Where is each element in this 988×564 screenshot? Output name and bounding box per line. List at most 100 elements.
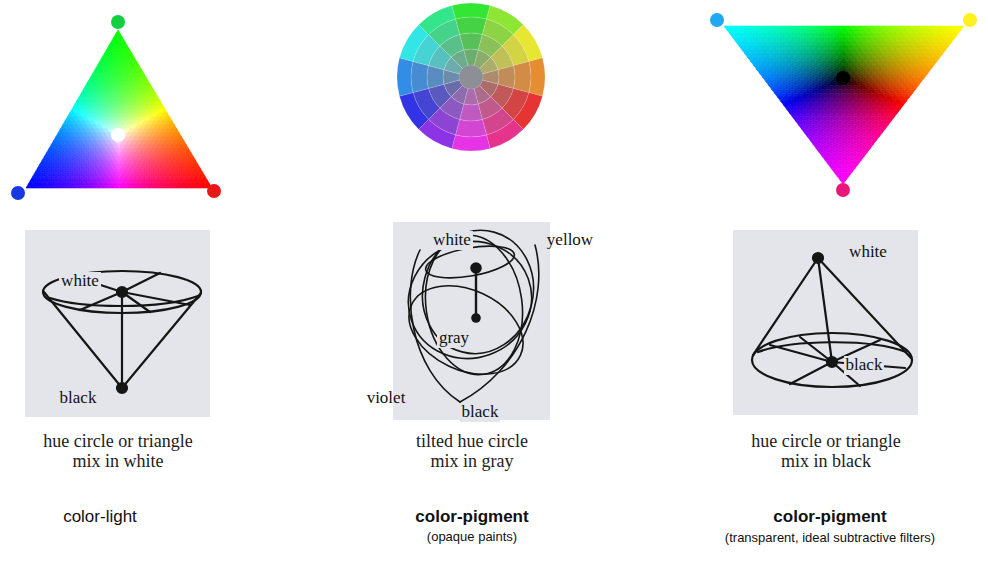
color-cell bbox=[158, 101, 163, 105]
color-cell bbox=[123, 145, 128, 149]
color-cell bbox=[184, 184, 189, 188]
color-cell bbox=[167, 125, 172, 129]
color-cell bbox=[91, 129, 96, 133]
color-cell bbox=[93, 109, 98, 113]
color-cell bbox=[116, 93, 121, 97]
color-cell bbox=[96, 176, 101, 180]
color-cell bbox=[117, 172, 122, 176]
color-cell bbox=[107, 101, 112, 105]
color-cell bbox=[86, 121, 91, 125]
color-cell bbox=[107, 54, 112, 58]
color-cell bbox=[49, 184, 54, 188]
color-cell bbox=[112, 172, 117, 176]
color-cell bbox=[110, 184, 115, 188]
color-cell bbox=[107, 117, 112, 121]
color-cell bbox=[172, 164, 177, 168]
color-cell bbox=[170, 137, 175, 141]
color-cell bbox=[102, 117, 107, 121]
color-cell bbox=[161, 152, 166, 156]
color-cell bbox=[121, 93, 126, 97]
hue-segment bbox=[455, 17, 486, 34]
color-cell bbox=[147, 137, 152, 141]
color-cell bbox=[139, 101, 144, 105]
color-cell bbox=[72, 152, 77, 156]
color-cell bbox=[93, 77, 98, 81]
color-cell bbox=[77, 152, 82, 156]
color-cell bbox=[91, 89, 96, 93]
color-cell bbox=[132, 58, 137, 62]
color-cell bbox=[103, 164, 108, 168]
color-cell bbox=[182, 141, 187, 145]
color-cell bbox=[98, 93, 103, 97]
color-cell bbox=[91, 105, 96, 109]
color-cell bbox=[114, 50, 119, 54]
color-cell bbox=[140, 125, 145, 129]
color-cell bbox=[70, 180, 75, 184]
color-cell bbox=[123, 58, 128, 62]
color-cell bbox=[56, 149, 61, 153]
color-cell bbox=[125, 70, 130, 74]
color-cell bbox=[95, 73, 100, 77]
color-cell bbox=[135, 62, 140, 66]
color-cell bbox=[112, 117, 117, 121]
color-cell bbox=[105, 129, 110, 133]
color-cell bbox=[177, 164, 182, 168]
color-cell bbox=[123, 97, 128, 101]
color-cell bbox=[102, 133, 107, 137]
color-cell bbox=[156, 145, 161, 149]
color-cell bbox=[151, 89, 156, 93]
color-cell bbox=[132, 73, 137, 77]
color-cell bbox=[128, 97, 133, 101]
color-cell bbox=[130, 141, 135, 145]
color-cell bbox=[103, 172, 108, 176]
color-cell bbox=[91, 113, 96, 117]
color-cell bbox=[49, 176, 54, 180]
color-cell bbox=[117, 164, 122, 168]
color-cell bbox=[82, 184, 87, 188]
color-cell bbox=[56, 133, 61, 137]
color-cell bbox=[114, 113, 119, 117]
color-cell bbox=[35, 184, 40, 188]
color-cell bbox=[170, 129, 175, 133]
color-cell bbox=[132, 97, 137, 101]
color-cell bbox=[102, 141, 107, 145]
color-cell bbox=[119, 184, 124, 188]
color-cell bbox=[121, 109, 126, 113]
color-cell bbox=[156, 129, 161, 133]
color-cell bbox=[177, 141, 182, 145]
color-cell bbox=[133, 113, 138, 117]
color-cell bbox=[196, 172, 201, 176]
color-cell bbox=[114, 145, 119, 149]
color-cell bbox=[91, 168, 96, 172]
color-cell bbox=[184, 168, 189, 172]
color-cell bbox=[89, 149, 94, 153]
color-cell bbox=[68, 168, 73, 172]
color-cell bbox=[158, 141, 163, 145]
color-cell bbox=[107, 85, 112, 89]
color-cell bbox=[67, 121, 72, 125]
color-cell bbox=[184, 160, 189, 164]
color-cell bbox=[116, 101, 121, 105]
color-cell bbox=[72, 160, 77, 164]
color-cell bbox=[56, 180, 61, 184]
color-cell bbox=[72, 168, 77, 172]
color-cell bbox=[161, 129, 166, 133]
color-cell bbox=[168, 156, 173, 160]
color-cell bbox=[133, 152, 138, 156]
color-cell bbox=[128, 58, 133, 62]
color-cell bbox=[158, 133, 163, 137]
color-cell bbox=[93, 85, 98, 89]
color-cell bbox=[151, 137, 156, 141]
color-cell bbox=[137, 113, 142, 117]
color-cell bbox=[97, 85, 102, 89]
color-cell bbox=[116, 85, 121, 89]
color-cell bbox=[193, 160, 198, 164]
color-cell bbox=[72, 176, 77, 180]
color-cell bbox=[128, 145, 133, 149]
color-cell bbox=[179, 137, 184, 141]
color-cell bbox=[140, 164, 145, 168]
color-cell bbox=[107, 46, 112, 50]
color-cell bbox=[165, 168, 170, 172]
color-cell bbox=[100, 176, 105, 180]
color-cell bbox=[79, 141, 84, 145]
